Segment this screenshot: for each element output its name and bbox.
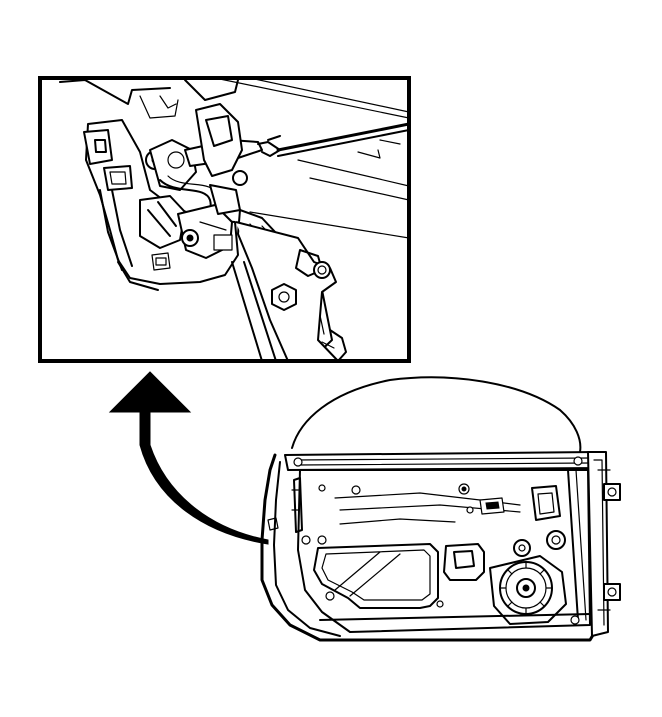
window-regulator-motor <box>489 530 567 625</box>
door-panel-view <box>260 376 621 642</box>
door-window-glass <box>291 376 582 453</box>
door-outer-shell <box>260 453 598 642</box>
door-hinges <box>587 451 621 637</box>
access-opening-left <box>313 543 439 609</box>
inset-frame <box>38 76 411 363</box>
latch-mechanism <box>59 78 409 361</box>
inset-detail-view <box>38 76 411 363</box>
callout-arrow <box>108 371 269 545</box>
inside-handle-pocket <box>443 543 485 581</box>
